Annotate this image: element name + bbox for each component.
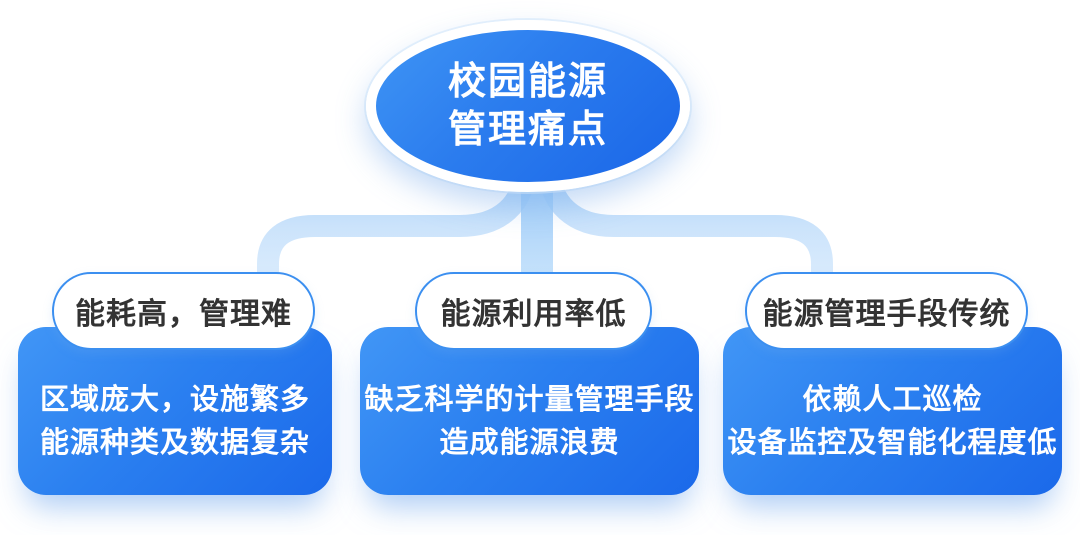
branch-2-body-line-1: 缺乏科学的计量管理手段	[364, 384, 695, 416]
branch-header-high-consumption: 能耗高，管理难	[52, 272, 315, 350]
branch-3-header-label: 能源管理手段传统	[762, 298, 1011, 331]
connector-left	[257, 165, 536, 286]
branch-2-body-line-2: 造成能源浪费	[439, 427, 620, 459]
branch-header-traditional-methods: 能源管理手段传统	[745, 272, 1028, 350]
branch-1-body-line-1: 区域庞大，设施繁多	[39, 384, 310, 416]
root-node-pain-points: 校园能源 管理痛点	[366, 20, 690, 192]
branch-3-body-line-2: 设备监控及智能化程度低	[727, 427, 1058, 459]
connector-right	[538, 165, 833, 286]
branch-2-header-label: 能源利用率低	[440, 298, 627, 331]
branch-3-body-line-1: 依赖人工巡检	[802, 384, 983, 416]
branch-card-high-consumption: 区域庞大，设施繁多 能源种类及数据复杂	[18, 327, 332, 495]
branch-card-traditional-methods: 依赖人工巡检 设备监控及智能化程度低	[723, 327, 1062, 495]
branch-1-body-line-2: 能源种类及数据复杂	[39, 427, 310, 459]
branch-card-low-utilization: 缺乏科学的计量管理手段 造成能源浪费	[360, 327, 699, 495]
root-title-line-2: 管理痛点	[447, 109, 608, 151]
root-title-line-1: 校园能源	[447, 61, 608, 103]
branch-1-header-label: 能耗高，管理难	[75, 298, 292, 331]
branch-header-low-utilization: 能源利用率低	[415, 272, 652, 350]
